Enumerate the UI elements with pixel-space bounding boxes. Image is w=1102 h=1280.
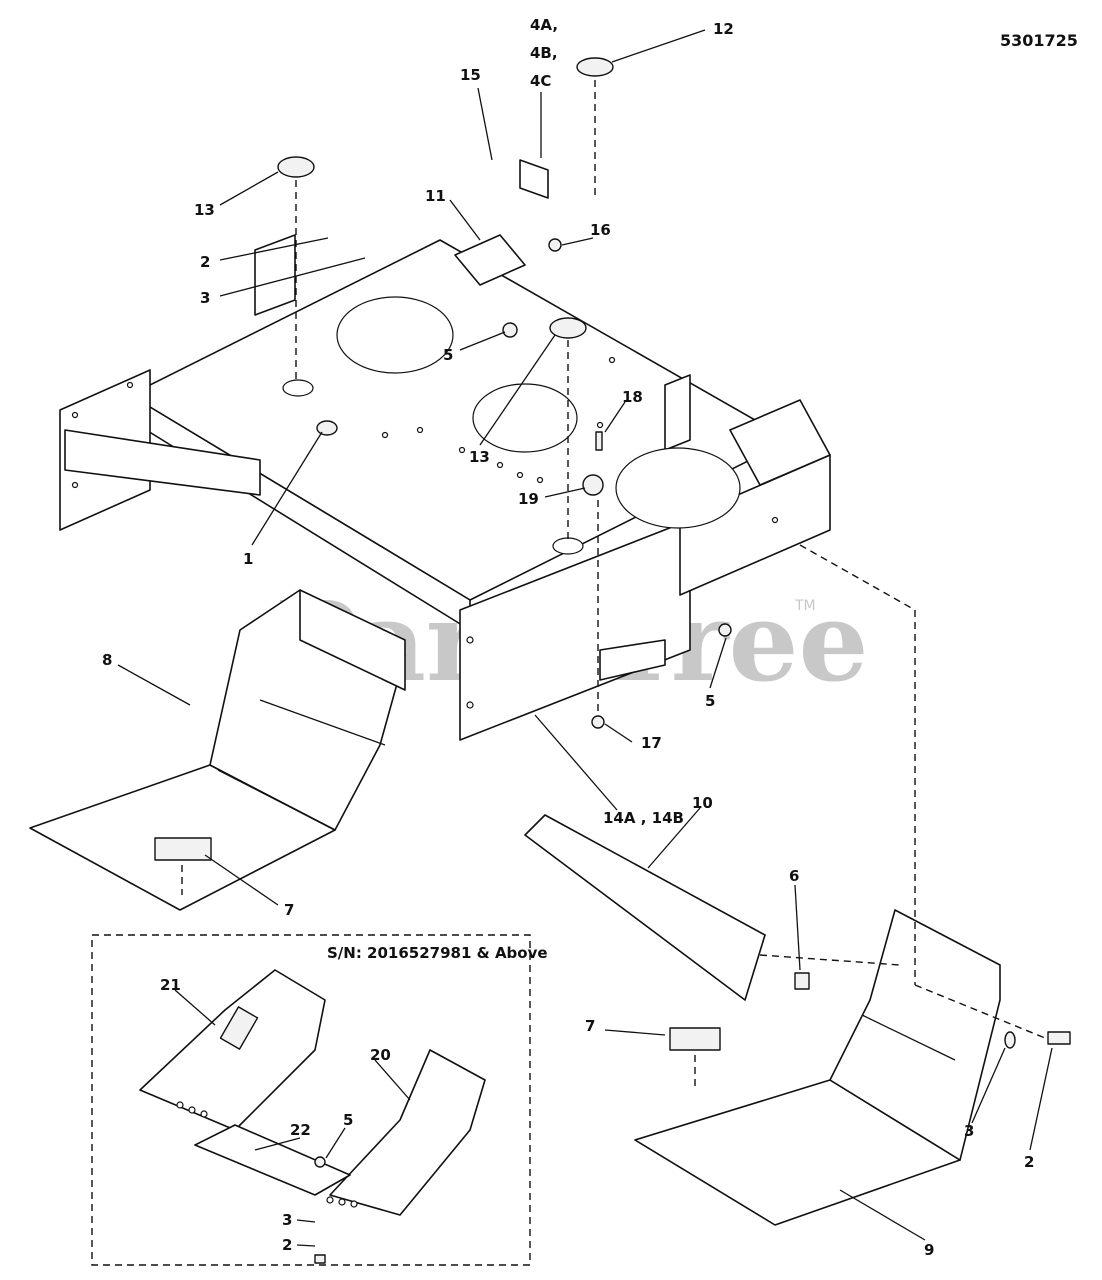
- nut-5: [718, 623, 732, 637]
- floor-pan-21: [139, 969, 326, 1131]
- floor-pan-right-body: [829, 909, 1001, 1161]
- grommet-12: [576, 57, 614, 77]
- bolt-2: [1047, 1031, 1071, 1045]
- bracket-11: [454, 234, 526, 286]
- nut-17: [591, 715, 605, 729]
- inset-floor-pan-20: [326, 1049, 486, 1216]
- callout-13: 13: [469, 448, 490, 466]
- foot-pad-left: [154, 837, 212, 861]
- nut-5: [502, 322, 518, 338]
- callout-8: 8: [102, 651, 112, 669]
- callout-3: 3: [282, 1211, 292, 1229]
- floor-pan-left: [29, 589, 406, 911]
- frame-right-upright: [664, 374, 691, 451]
- frame-opening-left: [336, 296, 454, 374]
- frame-opening-center: [472, 383, 578, 453]
- inset-plate-22: [194, 1124, 351, 1196]
- callout-13: 13: [194, 201, 215, 219]
- callout-11: 11: [425, 187, 446, 205]
- inset-box: [91, 934, 531, 1266]
- callout-16: 16: [590, 221, 611, 239]
- frame-hole: [282, 379, 314, 397]
- floor-pan-20: [329, 1049, 486, 1216]
- frame-front-plate: [459, 519, 691, 741]
- callout-6: 6: [789, 867, 799, 885]
- main-frame: [59, 234, 831, 741]
- callout-4a: 4A,: [530, 16, 558, 34]
- nut-5-inset: [314, 1156, 326, 1168]
- callout-3: 3: [200, 289, 210, 307]
- callout-2: 2: [282, 1236, 292, 1254]
- callout-17: 17: [641, 734, 662, 752]
- callout-4c: 4C: [530, 72, 551, 90]
- clip-6: [794, 972, 810, 990]
- callout-4b: 4B,: [530, 44, 558, 62]
- callout-5: 5: [343, 1111, 353, 1129]
- callout-20: 20: [370, 1046, 391, 1064]
- switch-4: [519, 159, 549, 199]
- callout-7: 7: [585, 1017, 595, 1035]
- callout-15: 15: [460, 66, 481, 84]
- frame-rear-upright: [254, 234, 296, 316]
- floor-pan-right: [634, 909, 1001, 1226]
- washer-3: [1004, 1031, 1016, 1049]
- callout-2: 2: [200, 253, 210, 271]
- bumper-1: [316, 420, 338, 436]
- frame-opening-right: [615, 447, 741, 529]
- callout-22: 22: [290, 1121, 311, 1139]
- callout-12: 12: [713, 20, 734, 38]
- document-number: 5301725: [1000, 31, 1078, 50]
- frame-right-top: [729, 399, 831, 486]
- callout-18: 18: [622, 388, 643, 406]
- frame-left-arm: [64, 429, 261, 496]
- frame-bottom-bracket: [599, 639, 666, 681]
- inset-floor-pan-21: [139, 969, 326, 1131]
- callout-1: 1: [243, 550, 253, 568]
- nut-16: [548, 238, 562, 252]
- callout-7: 7: [284, 901, 294, 919]
- side-panel: [524, 814, 766, 1001]
- trademark: TM: [794, 598, 816, 614]
- callout-10: 10: [692, 794, 713, 812]
- callout-3: 3: [964, 1122, 974, 1140]
- frame-hole: [552, 537, 584, 555]
- bolt-2-inset: [314, 1254, 326, 1264]
- grommet-13-lower: [549, 317, 587, 339]
- callout-14: 14A , 14B: [603, 809, 684, 827]
- callout-19: 19: [518, 490, 539, 508]
- foot-pad-right: [669, 1027, 721, 1051]
- callout-5: 5: [443, 346, 453, 364]
- callout-9: 9: [924, 1241, 934, 1259]
- clamp-19: [582, 474, 604, 496]
- inset-title: S/N: 2016527981 & Above: [327, 944, 548, 962]
- bolt-18: [595, 431, 603, 451]
- callout-21: 21: [160, 976, 181, 994]
- callout-2: 2: [1024, 1153, 1034, 1171]
- callout-5: 5: [705, 692, 715, 710]
- floor-pan-left-flange: [299, 589, 406, 691]
- grommet-13-upper: [277, 156, 315, 178]
